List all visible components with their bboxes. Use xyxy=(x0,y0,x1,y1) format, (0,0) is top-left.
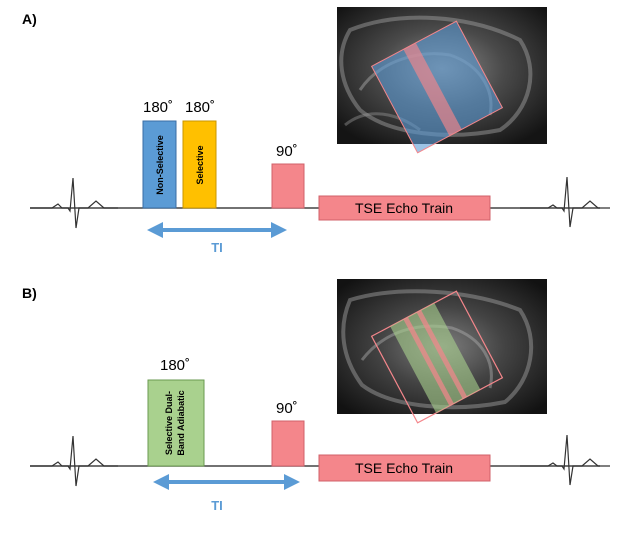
ti-label-b: TI xyxy=(211,498,223,513)
ecg-right-b xyxy=(520,434,610,486)
panel-b: B) Selective Dual- Band Adiabatic 180˚ 9… xyxy=(22,279,610,513)
selective-pulse-label: Selective xyxy=(195,145,205,184)
nonselective-inversion-pulse xyxy=(142,120,177,209)
echo-train-a xyxy=(318,195,491,221)
angle-180-dualband: 180˚ xyxy=(160,357,190,374)
dualband-adiabatic-pulse xyxy=(147,379,205,467)
slab-overlay-a xyxy=(370,20,504,154)
dualband-pulse-label-line1: Selective Dual- xyxy=(164,391,174,455)
echo-train-label-a: TSE Echo Train xyxy=(355,200,453,216)
panel-a: A) Non-Selective Selective 180˚ 180˚ 90˚… xyxy=(22,7,610,255)
excitation-pulse-a xyxy=(271,163,305,209)
angle-90-a: 90˚ xyxy=(276,143,298,160)
echo-train-b xyxy=(318,454,491,482)
ti-label-a: TI xyxy=(211,240,223,255)
selective-inversion-pulse xyxy=(182,120,217,209)
ecg-right-a xyxy=(520,176,610,228)
ecg-left-a xyxy=(30,177,118,229)
dualband-pulse-label-line2: Band Adiabatic xyxy=(176,390,186,455)
excitation-pulse-b xyxy=(271,420,305,467)
nonselective-pulse-label: Non-Selective xyxy=(155,135,165,195)
angle-180-nonselective: 180˚ xyxy=(143,99,173,116)
slab-overlay-b xyxy=(370,290,504,424)
echo-train-label-b: TSE Echo Train xyxy=(355,460,453,476)
angle-90-b: 90˚ xyxy=(276,400,298,417)
panel-b-label: B) xyxy=(22,285,37,301)
angle-180-selective: 180˚ xyxy=(185,99,215,116)
ecg-left-b xyxy=(30,435,118,487)
panel-a-label: A) xyxy=(22,11,37,27)
